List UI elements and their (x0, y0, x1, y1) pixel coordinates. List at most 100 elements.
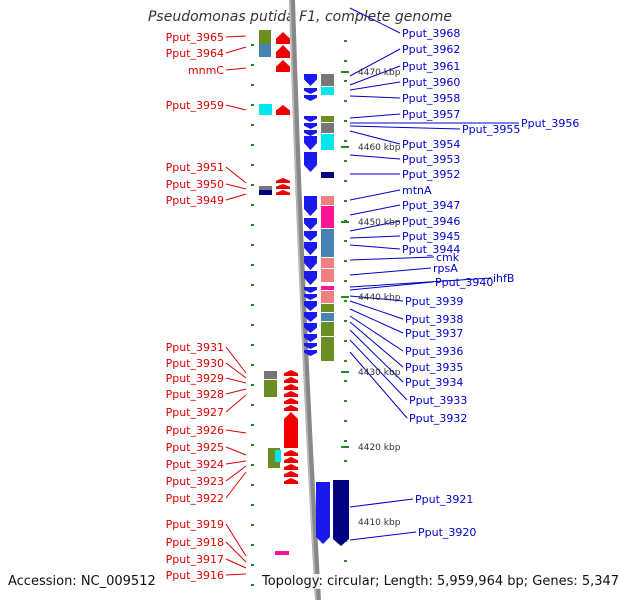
tick-mark (344, 440, 347, 442)
gene-label-left: Pput_3919 (166, 518, 224, 531)
backbone-arc (289, 0, 321, 600)
gene-label-left: Pput_3930 (166, 357, 224, 370)
gene-label-right: Pput_3957 (402, 108, 460, 121)
tick-mark (344, 300, 347, 302)
tick-mark (251, 444, 254, 446)
leader-line (225, 46, 247, 54)
leader-line (349, 154, 401, 160)
reverse-gene-arrow (333, 480, 349, 546)
tick-mark (251, 84, 254, 86)
tick-mark (251, 344, 254, 346)
gene-label-right: Pput_3945 (402, 230, 460, 243)
tick-mark (344, 60, 347, 62)
cog-box (259, 190, 272, 195)
cog-boxes (259, 30, 334, 555)
gene-label-left: Pput_3918 (166, 536, 224, 549)
forward-gene-arrow (284, 370, 298, 376)
gene-label-right: Pput_3939 (405, 295, 463, 308)
forward-gene-arrow (284, 398, 298, 404)
forward-gene-arrow (276, 105, 290, 115)
tick-mark (344, 460, 347, 462)
leader-line (225, 523, 247, 557)
leader-line (349, 308, 404, 334)
gene-label-right: Pput_3952 (402, 168, 460, 181)
cog-box (321, 286, 334, 290)
leader-line (349, 339, 408, 401)
leader-line (225, 429, 247, 434)
gene-label-right: Pput_3961 (402, 60, 460, 73)
cog-box (259, 104, 272, 115)
forward-gene-arrow (284, 377, 298, 383)
tick-mark (344, 100, 347, 102)
tick-mark (251, 424, 254, 426)
leader-line (225, 460, 247, 465)
leader-line (349, 235, 401, 239)
forward-gene-arrow (284, 457, 298, 463)
tick-mark (344, 120, 347, 122)
leader-line (225, 166, 247, 184)
leader-line (349, 81, 401, 91)
leader-line (349, 48, 401, 77)
reverse-gene-arrow (304, 130, 317, 136)
tick-mark (344, 180, 347, 182)
cog-box (321, 116, 334, 122)
cog-box (259, 44, 271, 57)
cog-box (321, 337, 334, 361)
tick-mark (344, 400, 347, 402)
reverse-gene-arrow (304, 95, 317, 101)
gene-label-right: cmk (436, 251, 460, 264)
gene-label-right: Pput_3953 (402, 153, 460, 166)
topology-text: Topology: circular; Length: 5,959,964 bp… (262, 574, 619, 589)
tick-mark (344, 560, 347, 562)
forward-gene-arrow (284, 471, 298, 477)
gene-label-left: Pput_3959 (166, 99, 224, 112)
forward-gene-arrow (276, 190, 290, 195)
tick-mark (344, 420, 347, 422)
cog-box (321, 134, 334, 150)
forward-gene-arrow (276, 32, 290, 44)
gene-label-left: Pput_3926 (166, 424, 224, 437)
forward-gene-arrow (276, 45, 290, 58)
tick-mark (251, 264, 254, 266)
cog-box (275, 450, 281, 462)
gene-label-right: Pput_3936 (405, 345, 463, 358)
cog-box (321, 87, 334, 95)
tick-mark (251, 584, 254, 586)
forward-gene-arrow (284, 405, 298, 411)
tick-mark (344, 380, 347, 382)
tick-mark (344, 360, 347, 362)
tick-mark (251, 284, 254, 286)
gene-label-left: Pput_3924 (166, 458, 224, 471)
scale-label: 4440 kbp (358, 293, 401, 303)
gene-label-right: Pput_3968 (402, 27, 460, 40)
forward-gene-arrow (284, 478, 298, 484)
major-tick (341, 221, 349, 223)
leader-line (349, 329, 404, 383)
tick-mark (251, 204, 254, 206)
leader-line (225, 465, 247, 482)
reverse-gene-arrow (304, 256, 317, 270)
gene-label-right: ihfB (493, 272, 514, 285)
leader-line (349, 267, 432, 276)
gene-label-left: Pput_3951 (166, 161, 224, 174)
reverse-gene-arrow (316, 482, 330, 544)
gene-label-right: Pput_3920 (418, 526, 476, 539)
reverse-gene-arrow (304, 271, 317, 285)
tick-mark (251, 64, 254, 66)
genome-map: Pput_3965Pput_3964mnmCPput_3959Pput_3951… (166, 0, 579, 600)
gene-label-left: Pput_3922 (166, 492, 224, 505)
leader-line (349, 321, 404, 368)
reverse-gene-arrow (304, 231, 317, 241)
reverse-gene-arrow (304, 350, 317, 356)
reverse-gene-arrow (304, 152, 317, 172)
reverse-gene-arrow (304, 312, 317, 322)
genome-backbone (289, 0, 321, 600)
tick-mark (251, 184, 254, 186)
cog-box (321, 123, 334, 133)
gene-label-right: Pput_3958 (402, 92, 460, 105)
reverse-gene-arrow (304, 123, 317, 129)
cog-box (321, 172, 334, 178)
reverse-gene-arrow (304, 294, 317, 300)
cog-box (321, 313, 334, 321)
